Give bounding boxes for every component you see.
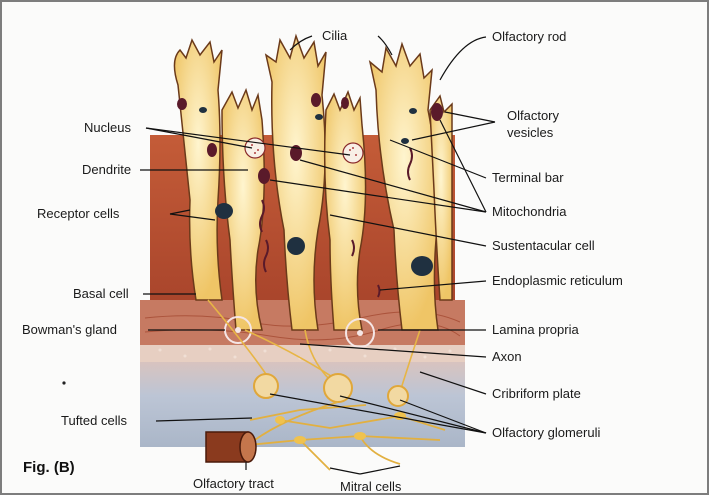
label-olfactory-tract: Olfactory tract: [193, 476, 274, 491]
epithelial-cells: [174, 36, 452, 330]
label-cilia: Cilia: [322, 28, 348, 43]
label-basal-cell: Basal cell: [73, 286, 129, 301]
label-mitochondria: Mitochondria: [492, 204, 567, 219]
label-lamina-propria: Lamina propria: [492, 322, 579, 337]
label-olfactory-glomeruli: Olfactory glomeruli: [492, 425, 600, 440]
label-olfactory-vesicles-line1: Olfactory: [507, 108, 560, 123]
label-endoplasmic-reticulum: Endoplasmic reticulum: [492, 273, 623, 288]
label-olfactory-vesicles-line2: vesicles: [507, 125, 554, 140]
label-dendrite: Dendrite: [82, 162, 131, 177]
figure-caption: Fig. (B): [23, 459, 75, 476]
label-bowmans-gland: Bowman's gland: [22, 322, 117, 337]
label-cribriform-plate: Cribriform plate: [492, 386, 581, 401]
label-nucleus: Nucleus: [84, 120, 131, 135]
cribriform-plate-layer: [140, 362, 465, 447]
label-terminal-bar: Terminal bar: [492, 170, 564, 185]
label-receptor-cells: Receptor cells: [37, 206, 120, 221]
label-sustentacular-cell: Sustentacular cell: [492, 238, 595, 253]
label-mitral-cells: Mitral cells: [340, 479, 402, 494]
olfactory-tract-mark: [206, 432, 256, 462]
label-tufted-cells: Tufted cells: [61, 413, 127, 428]
label-axon: Axon: [492, 349, 522, 364]
label-olfactory-rod: Olfactory rod: [492, 29, 566, 44]
